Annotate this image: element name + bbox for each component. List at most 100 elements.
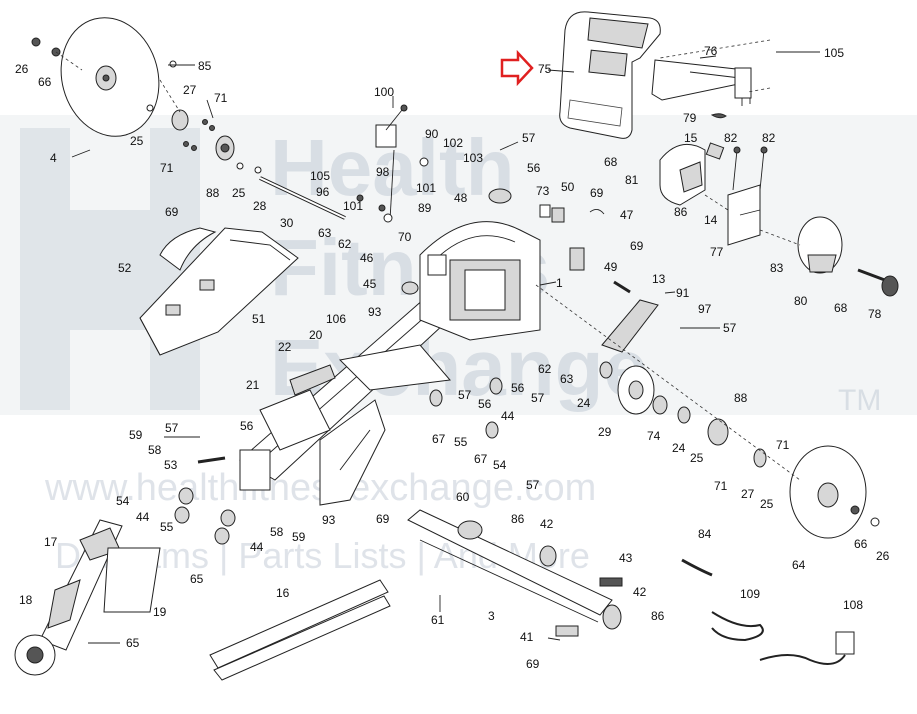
highlight-arrow	[500, 49, 534, 87]
part-label: 59	[129, 428, 143, 442]
part-label: 21	[246, 378, 260, 392]
part-label: 86	[511, 512, 525, 526]
part-label: 96	[316, 185, 330, 199]
part-label: 105	[310, 169, 330, 183]
part-label: 76	[704, 44, 718, 58]
part-label: 14	[704, 213, 718, 227]
part-label: 89	[418, 201, 432, 215]
cables	[681, 558, 855, 665]
watermark-trademark: TM	[838, 384, 881, 417]
part-label: 69	[165, 205, 179, 219]
part-label: 58	[270, 525, 284, 539]
console-assembly	[559, 11, 771, 139]
part-label: 84	[698, 527, 712, 541]
part-label: 15	[684, 131, 698, 145]
part-label: 70	[398, 230, 412, 244]
part-label: 52	[118, 261, 132, 275]
part-label: 67	[474, 452, 488, 466]
part-label: 46	[360, 251, 374, 265]
part-label: 80	[794, 294, 808, 308]
part-label: 42	[540, 517, 554, 531]
part-label: 25	[130, 134, 144, 148]
part-label: 24	[672, 441, 686, 455]
part-label: 78	[868, 307, 882, 321]
part-label: 54	[116, 494, 130, 508]
part-label: 24	[577, 396, 591, 410]
part-label: 42	[633, 585, 647, 599]
part-label: 71	[160, 161, 174, 175]
center-housing	[356, 104, 659, 353]
part-label: 55	[454, 435, 468, 449]
part-label: 60	[456, 490, 470, 504]
part-label: 86	[651, 609, 665, 623]
part-label: 83	[770, 261, 784, 275]
part-label: 4	[50, 151, 57, 165]
part-label: 57	[723, 321, 737, 335]
part-label: 25	[690, 451, 704, 465]
part-label: 25	[760, 497, 774, 511]
part-label: 62	[338, 237, 352, 251]
part-label: 71	[214, 91, 228, 105]
part-label: 57	[531, 391, 545, 405]
part-label: 49	[604, 260, 618, 274]
right-covers	[659, 142, 899, 297]
part-label: 44	[501, 409, 515, 423]
part-label: 66	[854, 537, 868, 551]
part-label: 45	[363, 277, 377, 291]
front-fasteners	[174, 377, 503, 545]
part-label: 86	[674, 205, 688, 219]
part-label: 18	[19, 593, 33, 607]
left-flywheel-disc	[31, 17, 189, 137]
part-label: 54	[493, 458, 507, 472]
part-label: 61	[431, 613, 445, 627]
part-label: 97	[698, 302, 712, 316]
part-label: 67	[432, 432, 446, 446]
part-label: 58	[148, 443, 162, 457]
part-label: 81	[625, 173, 639, 187]
part-label: 90	[425, 127, 439, 141]
part-label: 82	[724, 131, 738, 145]
part-label: 55	[160, 520, 174, 534]
part-label: 3	[488, 609, 495, 623]
part-label: 68	[604, 155, 618, 169]
part-label: 27	[741, 487, 755, 501]
part-label: 93	[322, 513, 336, 527]
part-label: 69	[630, 239, 644, 253]
part-label: 1	[556, 276, 563, 290]
part-label: 88	[206, 186, 220, 200]
part-label: 30	[280, 216, 294, 230]
part-label: 56	[527, 161, 541, 175]
part-label: 57	[522, 131, 536, 145]
part-label: 64	[792, 558, 806, 572]
part-label: 57	[526, 478, 540, 492]
part-label: 73	[536, 184, 550, 198]
part-label: 56	[478, 397, 492, 411]
part-label: 91	[676, 286, 690, 300]
part-label: 56	[240, 419, 254, 433]
part-label: 103	[463, 151, 483, 165]
part-label: 17	[44, 535, 58, 549]
part-label: 53	[164, 458, 178, 472]
leader-lines	[71, 51, 820, 644]
part-label: 26	[876, 549, 890, 563]
part-label: 56	[511, 381, 525, 395]
part-label: 69	[526, 657, 540, 671]
part-label: 82	[762, 131, 776, 145]
pedal-assembly	[14, 519, 161, 676]
part-label: 26	[15, 62, 29, 76]
part-label: 19	[153, 605, 167, 619]
part-label: 29	[598, 425, 612, 439]
part-label: 68	[834, 301, 848, 315]
part-label: 20	[309, 328, 323, 342]
upper-frame	[139, 227, 471, 506]
part-label: 63	[318, 226, 332, 240]
part-label: 62	[538, 362, 552, 376]
part-label: 74	[647, 429, 661, 443]
part-label: 100	[374, 85, 394, 99]
part-label: 66	[38, 75, 52, 89]
lower-frame	[407, 509, 623, 637]
part-label: 69	[590, 186, 604, 200]
part-label: 98	[376, 165, 390, 179]
part-label: 108	[843, 598, 863, 612]
